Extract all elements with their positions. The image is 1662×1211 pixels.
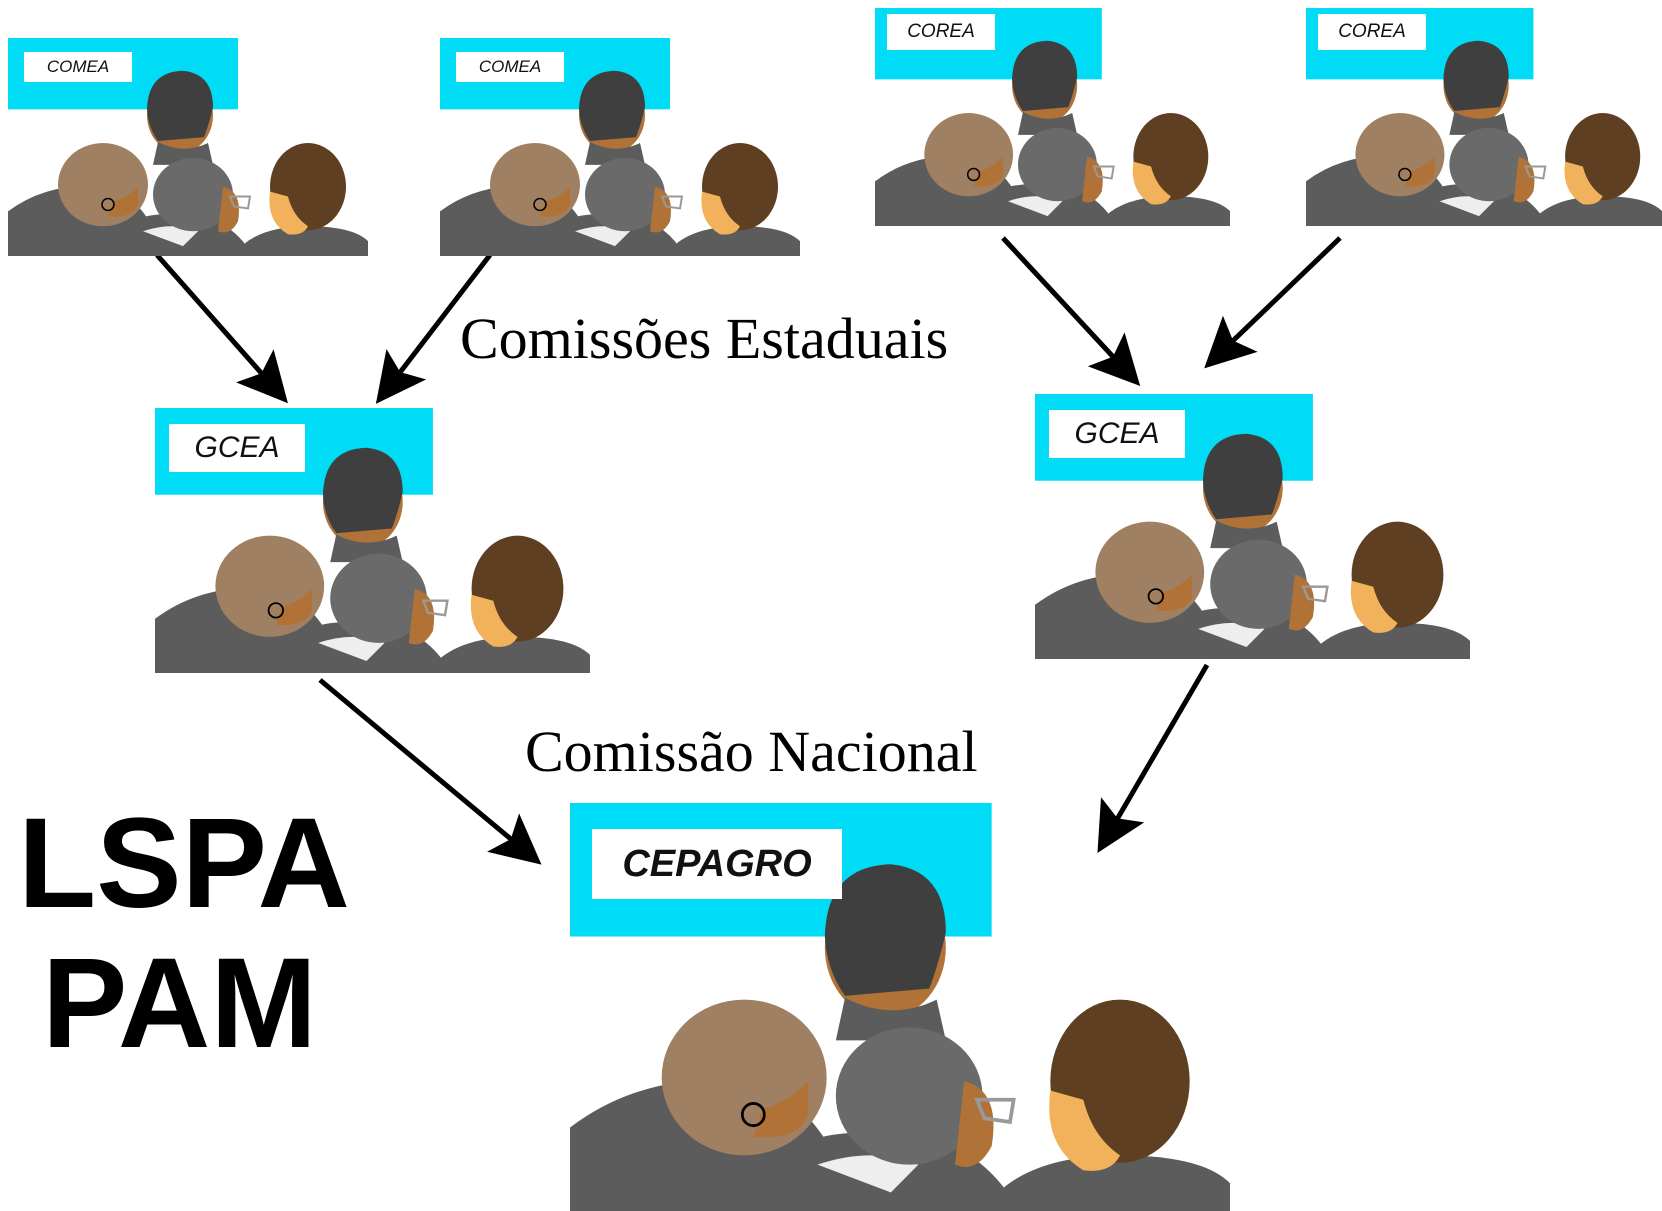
board-label: COMEA — [24, 52, 132, 82]
board-label: COMEA — [456, 52, 564, 82]
gcea-group-left: GCEA — [155, 408, 590, 673]
pam-label: PAM — [42, 932, 317, 1075]
arrow-comea1-to-gcea-left — [155, 253, 288, 404]
comea-group-2: COMEA — [440, 38, 800, 256]
board-label: GCEA — [169, 424, 305, 472]
meeting-group-icon — [570, 803, 1230, 1211]
corea-group-1: COREA — [875, 8, 1230, 226]
arrow-corea1-to-gcea-right — [1001, 236, 1141, 387]
national-commission-caption: Comissão Nacional — [525, 719, 978, 784]
meeting-group-icon — [155, 408, 590, 673]
meeting-group-icon — [8, 38, 368, 256]
gcea-group-right: GCEA — [1035, 394, 1470, 659]
arrow-gcea-right-to-cepagro — [1097, 663, 1210, 853]
board-label: COREA — [887, 14, 995, 50]
board-label: GCEA — [1049, 410, 1185, 458]
cepagro-group: CEPAGRO — [570, 803, 1230, 1211]
corea-group-2: COREA — [1306, 8, 1662, 226]
meeting-group-icon — [1035, 394, 1470, 659]
state-commissions-caption: Comissões Estaduais — [460, 306, 949, 371]
lspa-label: LSPA — [18, 792, 350, 935]
board-label: CEPAGRO — [592, 829, 842, 899]
board-label: COREA — [1318, 14, 1426, 50]
arrow-gcea-left-to-cepagro — [318, 678, 542, 865]
comea-group-1: COMEA — [8, 38, 368, 256]
arrow-corea2-to-gcea-right — [1204, 236, 1342, 369]
arrow-comea2-to-gcea-left — [375, 253, 492, 404]
